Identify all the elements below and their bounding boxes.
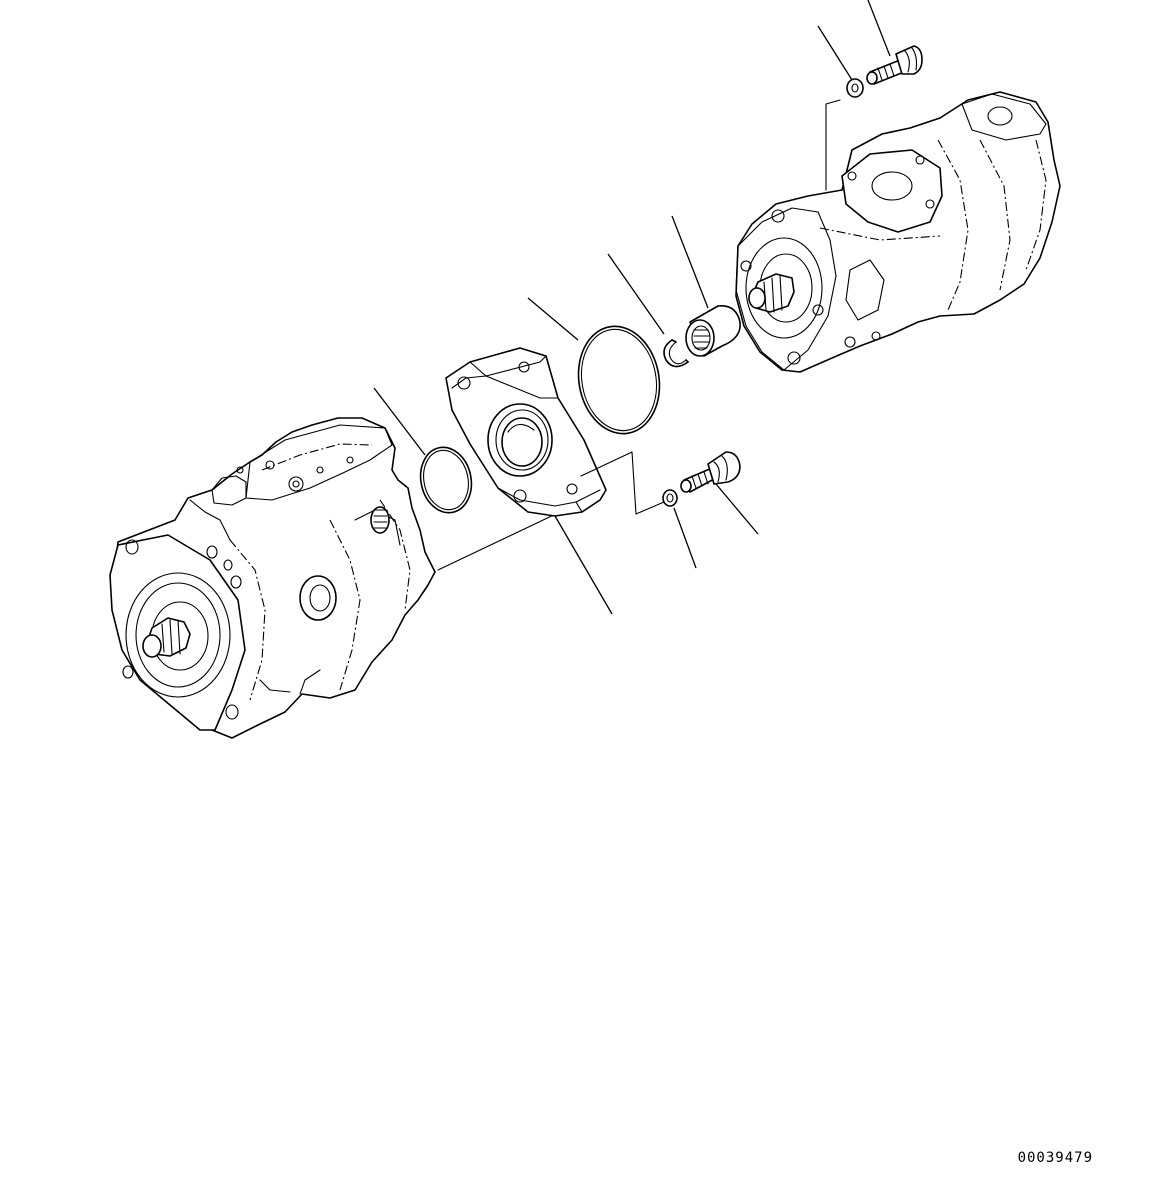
coupling-sleeve (685, 305, 741, 357)
assembly-line-lower-bolt (580, 451, 665, 515)
snap-ring (663, 339, 689, 368)
assembly-line-upper-bolt (825, 99, 841, 191)
leader-line-washer-lower (673, 507, 697, 569)
o-ring-large (577, 325, 661, 435)
leader-line-coupling (671, 215, 709, 309)
assembly-center-line (437, 511, 561, 571)
o-ring-small (419, 446, 473, 514)
bolt-upper-with-washer (846, 45, 923, 98)
leader-line-o-ring-large (527, 297, 579, 341)
leader-line-snap-ring (607, 253, 665, 335)
adapter-flange (445, 347, 607, 517)
leader-line-bolt-lower (715, 483, 759, 535)
sub-pump (735, 91, 1061, 373)
bolt-lower-with-washer (662, 451, 741, 507)
main-pump (109, 417, 436, 739)
leader-line-bolt-upper (867, 0, 891, 57)
leader-line-adapter-flange (554, 515, 613, 615)
leader-line-washer-upper (817, 25, 853, 81)
drawing-number: 00039479 (1017, 1150, 1093, 1166)
leader-line-o-ring-small (373, 387, 426, 456)
leader-lines (373, 0, 891, 615)
